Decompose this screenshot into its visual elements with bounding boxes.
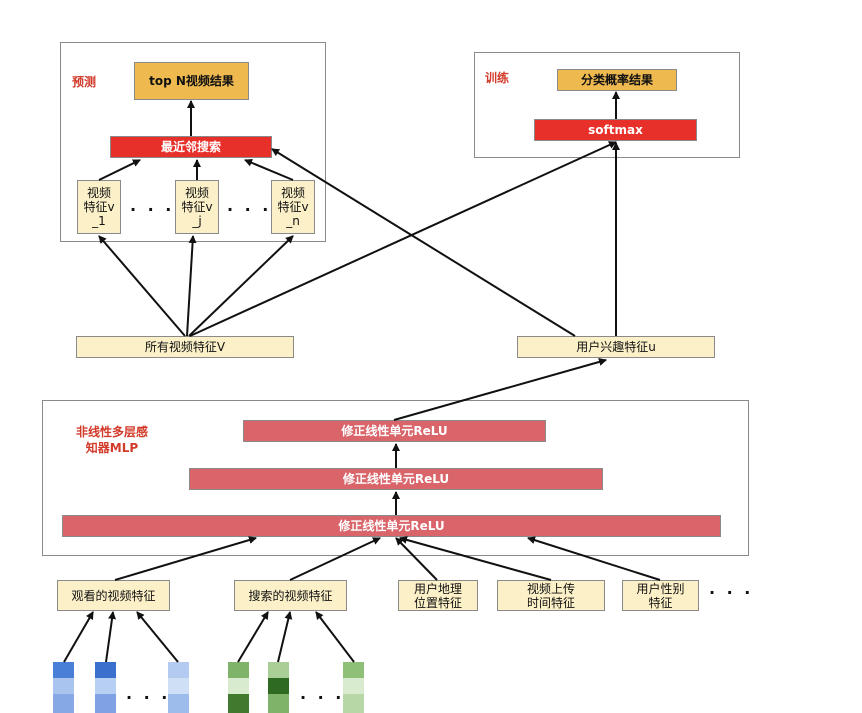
ellipsis-watched-embeddings: · · ·	[126, 688, 171, 707]
edge-relu-top-to-user	[393, 358, 607, 421]
edge-v1-to-nn	[98, 159, 141, 181]
embedding-cell	[168, 662, 189, 678]
edge-searched-to-mlp	[289, 537, 381, 581]
class-prob-result-node: 分类概率结果	[557, 69, 677, 91]
embedding-cell	[53, 678, 74, 694]
user-geo-feature-node: 用户地理 位置特征	[398, 580, 478, 611]
edge-allv-to-vn	[188, 235, 294, 337]
embedding-cell	[268, 694, 289, 713]
top-n-result-node: top N视频结果	[134, 62, 249, 100]
relu-layer-top: 修正线性单元ReLU	[243, 420, 546, 442]
all-video-features-node: 所有视频特征V	[76, 336, 294, 358]
edge-allv-to-vj	[186, 235, 197, 337]
edge-upload-to-mlp	[399, 536, 552, 581]
edge-gender-to-mlp	[527, 536, 661, 581]
ellipsis-video-features-right: · · ·	[227, 200, 272, 219]
embedding-cell	[228, 694, 249, 713]
mlp-label: 非线性多层感 知器MLP	[75, 425, 148, 455]
edge-green3-to-searched	[315, 611, 355, 663]
edge-blue1-to-watched	[63, 611, 94, 663]
edge-green2-to-searched	[277, 611, 293, 663]
edge-blue2-to-watched	[105, 611, 116, 663]
edge-allv-to-v1	[98, 235, 186, 337]
user-interest-feature-node: 用户兴趣特征u	[517, 336, 715, 358]
embedding-cell	[268, 662, 289, 678]
video-feature-n-node: 视频 特征v _n	[271, 180, 315, 234]
watched-video-features-node: 观看的视频特征	[57, 580, 170, 611]
train-label: 训练	[485, 71, 510, 85]
ellipsis-video-features-left: · · ·	[130, 200, 175, 219]
edge-watched-to-mlp	[114, 536, 257, 581]
embedding-cell	[95, 678, 116, 694]
edge-allv-to-softmax	[189, 141, 617, 337]
embedding-cell	[53, 662, 74, 678]
edge-vn-to-nn	[244, 159, 294, 181]
video-upload-time-node: 视频上传 时间特征	[497, 580, 605, 611]
relu-layer-bottom: 修正线性单元ReLU	[62, 515, 721, 537]
embedding-cell	[53, 694, 74, 713]
edge-blue3-to-watched	[136, 611, 179, 663]
nearest-neighbor-search-node: 最近邻搜索	[110, 136, 272, 158]
predict-label: 预测	[72, 75, 97, 89]
embedding-cell	[228, 678, 249, 694]
edge-user-to-nn	[271, 148, 576, 337]
edge-geo-to-mlp	[395, 537, 438, 581]
ellipsis-input-features: · · ·	[709, 583, 754, 602]
video-feature-1-node: 视频 特征v _1	[77, 180, 121, 234]
softmax-node: softmax	[534, 119, 697, 141]
searched-video-features-node: 搜索的视频特征	[234, 580, 347, 611]
embedding-cell	[168, 694, 189, 713]
embedding-cell	[228, 662, 249, 678]
embedding-cell	[95, 662, 116, 678]
edge-green1-to-searched	[237, 611, 269, 663]
embedding-cell	[343, 662, 364, 678]
embedding-cell	[343, 694, 364, 713]
video-feature-j-node: 视频 特征v _j	[175, 180, 219, 234]
user-gender-feature-node: 用户性别 特征	[622, 580, 699, 611]
embedding-cell	[95, 694, 116, 713]
relu-layer-middle: 修正线性单元ReLU	[189, 468, 603, 490]
ellipsis-searched-embeddings: · · ·	[300, 688, 345, 707]
embedding-cell	[168, 678, 189, 694]
embedding-cell	[343, 678, 364, 694]
embedding-cell	[268, 678, 289, 694]
